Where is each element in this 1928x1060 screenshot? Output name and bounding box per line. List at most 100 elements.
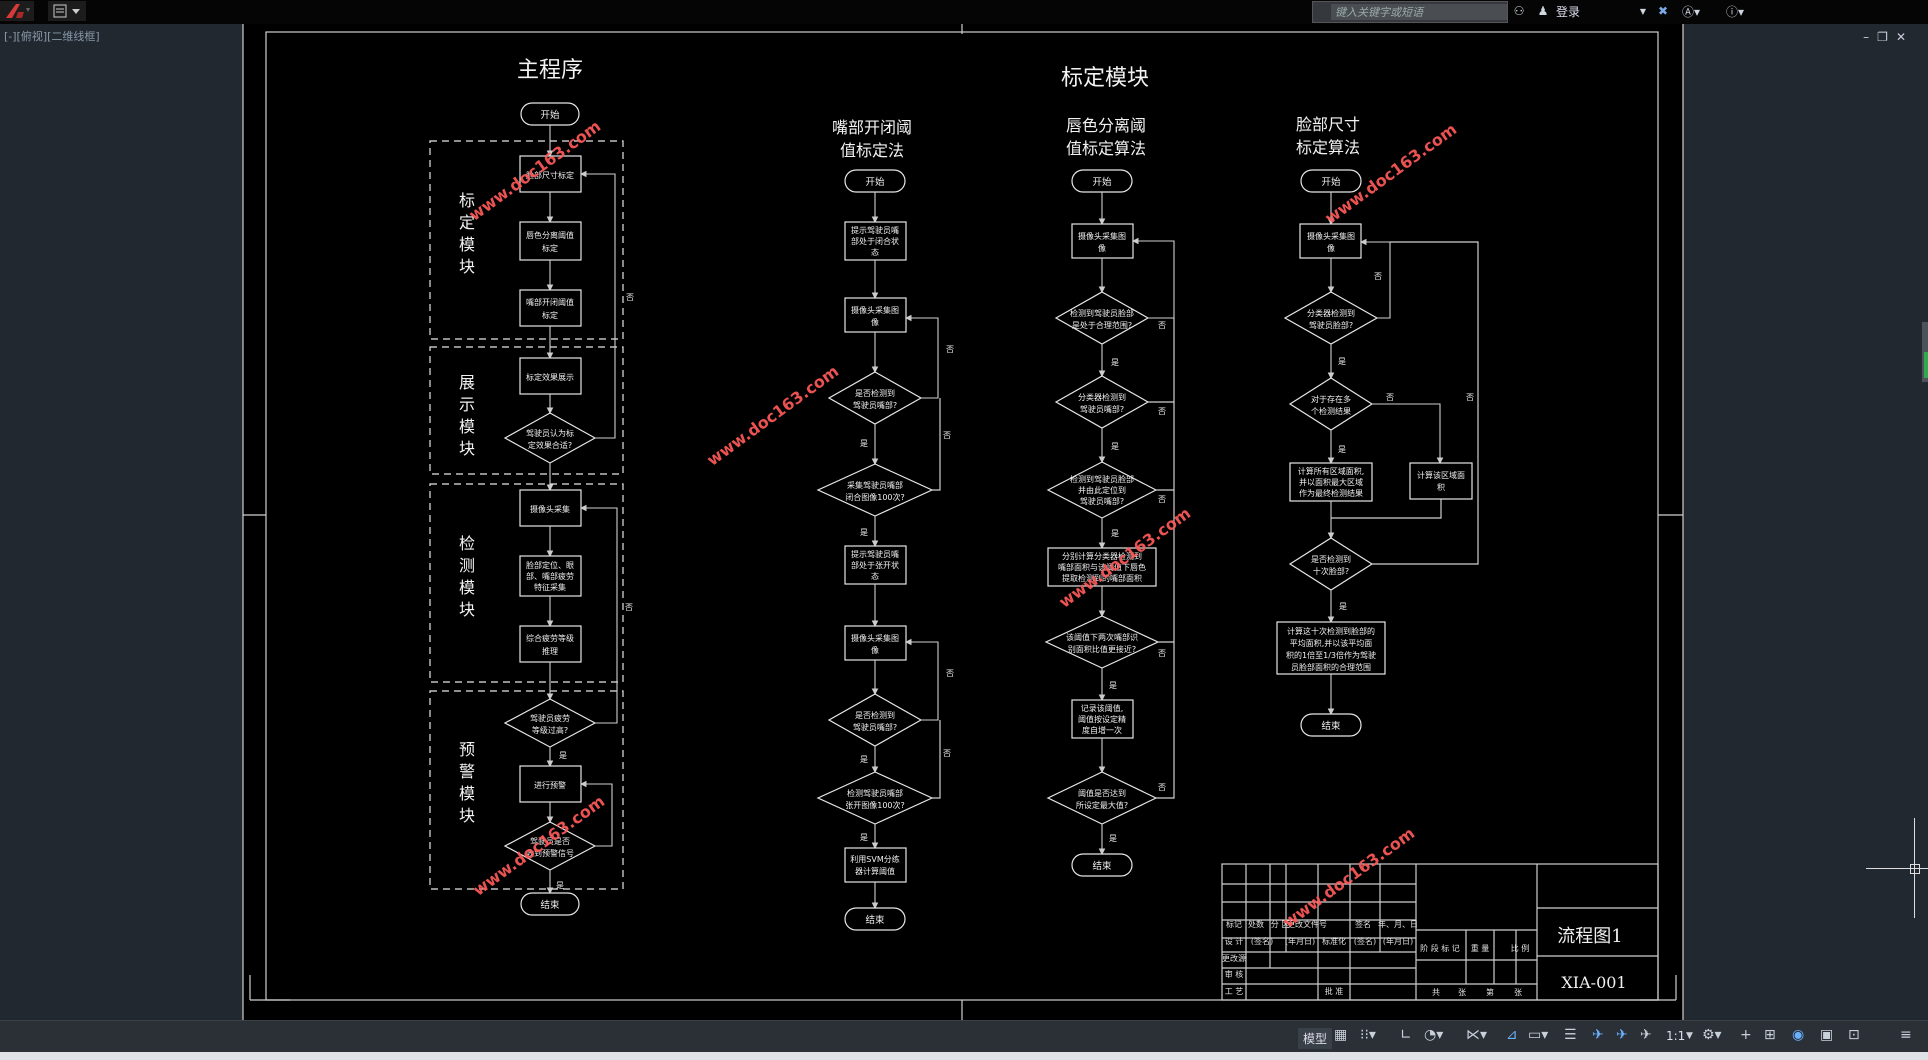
svg-text:是: 是 — [1111, 529, 1119, 538]
main-features-node — [519, 555, 582, 597]
svg-text:签名: 签名 — [1355, 919, 1371, 929]
help-icon[interactable]: ⓘ▾ — [1725, 4, 1745, 19]
svg-text:标: 标 — [459, 191, 475, 210]
module-box-calib — [429, 140, 624, 340]
svg-text:嘴部面积与该阈值下唇色: 嘴部面积与该阈值下唇色 — [1058, 562, 1146, 572]
clean-screen-icon[interactable]: ▣ — [1820, 1027, 1834, 1043]
restore-icon[interactable]: ❐ — [1877, 30, 1896, 44]
svg-text:收到预警信号: 收到预警信号 — [526, 848, 574, 858]
svg-text:脸部定位、眼: 脸部定位、眼 — [526, 560, 574, 570]
minimize-icon[interactable]: – — [1863, 30, 1878, 44]
svg-text:是: 是 — [860, 755, 868, 764]
svg-text:块: 块 — [459, 806, 475, 825]
svg-text:嘴部开闭阈值: 嘴部开闭阈值 — [526, 297, 574, 307]
svg-text:提示驾驶员嘴: 提示驾驶员嘴 — [851, 549, 899, 559]
quick-access-button[interactable] — [48, 1, 86, 21]
module-box-detect — [429, 483, 624, 683]
ortho-icon[interactable]: ∟ — [1400, 1027, 1412, 1043]
svg-text:驾驶员嘴部?: 驾驶员嘴部? — [1080, 404, 1124, 414]
svg-text:定效果合适?: 定效果合适? — [528, 440, 572, 450]
annotation-visibility-icon[interactable]: ✈ — [1592, 1027, 1604, 1043]
svg-text:并由此定位到: 并由此定位到 — [1078, 485, 1126, 495]
svg-text:是: 是 — [1109, 834, 1117, 843]
fullscreen-icon[interactable]: ⊡ — [1848, 1027, 1860, 1043]
svg-text:测: 测 — [459, 556, 475, 575]
app-menu-button[interactable] — [0, 1, 34, 21]
snap-icon[interactable]: ⁝⁝▾ — [1360, 1027, 1376, 1043]
mouth-title-line2: 值标定法 — [840, 141, 904, 160]
workspace-gear-icon[interactable]: ⚙▾ — [1702, 1027, 1722, 1043]
lineweight-icon[interactable]: ⊿ — [1506, 1027, 1518, 1043]
svg-text:是: 是 — [556, 881, 564, 890]
main-capture-node — [519, 489, 582, 527]
login-button[interactable]: 登录 — [1556, 5, 1581, 19]
svg-text:驾驶员脸部?: 驾驶员脸部? — [1309, 320, 1353, 330]
search-box — [1312, 1, 1508, 23]
svg-text:计算所有区域面积,: 计算所有区域面积, — [1298, 466, 1365, 476]
isolate-icon[interactable]: ⊞ — [1764, 1027, 1776, 1043]
polar-icon[interactable]: ◔▾ — [1424, 1027, 1444, 1043]
svg-text:摄像头采集: 摄像头采集 — [530, 504, 570, 514]
svg-text:模: 模 — [459, 417, 475, 436]
svg-text:块: 块 — [459, 257, 475, 276]
svg-text:作为最终检测结果: 作为最终检测结果 — [1299, 488, 1363, 498]
svg-text:标定: 标定 — [542, 310, 558, 320]
grid-icon[interactable]: ▦ — [1334, 1027, 1348, 1043]
svg-text:展: 展 — [459, 373, 475, 392]
hardware-acceleration-icon[interactable]: ◉ — [1792, 1027, 1805, 1043]
svg-text:是: 是 — [1111, 442, 1119, 451]
binoculars-icon[interactable]: ⚇ — [1513, 4, 1525, 18]
module-box-show — [429, 346, 624, 475]
svg-text:(签名): (签名) — [1251, 936, 1273, 946]
svg-text:检: 检 — [459, 534, 475, 553]
drawing-canvas[interactable]: .ln { stroke:#cfcfcf; stroke-width:1.2; … — [0, 24, 1928, 1020]
lip-title-line2: 值标定算法 — [1066, 139, 1146, 158]
customize-menu-icon[interactable]: ≡ — [1900, 1027, 1912, 1043]
scale-dropdown-icon[interactable]: ▼ — [1686, 1031, 1693, 1041]
svg-text:是: 是 — [1111, 358, 1119, 367]
svg-text:定: 定 — [459, 213, 475, 232]
main-lip-calib-node — [519, 221, 582, 261]
status-bar: 模型 ▦ ⁝⁝▾ ∟ ◔▾ ⋉▾ ⊿ ▭▾ ☰ ✈ ✈ ✈ 1:1 ▼ ⚙▾ +… — [0, 1020, 1928, 1053]
svg-text:张: 张 — [1458, 988, 1466, 997]
annotation-scale-value[interactable]: 1:1 — [1666, 1029, 1686, 1043]
svg-text:积的1倍至1/3倍作为驾驶: 积的1倍至1/3倍作为驾驶 — [1286, 650, 1376, 660]
transparency-icon[interactable]: ▭▾ — [1528, 1027, 1549, 1043]
exchange-icon[interactable]: ✖ — [1657, 4, 1669, 18]
svg-text:是: 是 — [559, 751, 567, 760]
svg-text:更改源: 更改源 — [1222, 953, 1246, 963]
module-box-warn — [429, 690, 624, 890]
auto-scale-icon[interactable]: ✈ — [1616, 1027, 1628, 1043]
search-input[interactable] — [1331, 4, 1507, 20]
svg-text:摄像头采集图: 摄像头采集图 — [1078, 231, 1126, 241]
selection-cycling-icon[interactable]: ☰ — [1564, 1027, 1577, 1043]
svg-text:摄像头采集图: 摄像头采集图 — [851, 633, 899, 643]
svg-text:工 艺: 工 艺 — [1225, 987, 1244, 996]
svg-text:综合疲劳等级: 综合疲劳等级 — [526, 633, 574, 643]
cursor-crosshair-horizontal — [1866, 868, 1928, 869]
svg-text:该阈值下两次嘴部识: 该阈值下两次嘴部识 — [1066, 632, 1138, 642]
svg-text:驾驶员嘴部?: 驾驶员嘴部? — [853, 722, 897, 732]
annotation-scale-icon[interactable]: ✈ — [1640, 1027, 1652, 1043]
svg-text:(年月日): (年月日) — [1285, 936, 1315, 946]
viewport-controls[interactable]: [-][俯视][二维线框] — [4, 30, 100, 43]
svg-text:像: 像 — [1327, 243, 1335, 253]
dropdown-arrow-icon[interactable]: ▼ — [1639, 6, 1647, 16]
svg-text:积: 积 — [1437, 482, 1445, 492]
svg-text:设 计: 设 计 — [1225, 936, 1244, 946]
osnap-icon[interactable]: ⋉▾ — [1466, 1027, 1488, 1043]
autocad-logo-icon — [6, 4, 30, 18]
svg-text:进行预警: 进行预警 — [534, 780, 566, 790]
svg-text:(年月日): (年月日) — [1383, 936, 1413, 946]
close-icon[interactable]: ✕ — [1895, 30, 1914, 44]
window-controls[interactable]: –❐✕ — [1863, 30, 1914, 44]
svg-text:是: 是 — [1339, 602, 1347, 611]
a360-icon[interactable]: Ⓐ▾ — [1681, 4, 1701, 19]
user-icon[interactable]: ♟ — [1537, 4, 1549, 18]
svg-text:共: 共 — [1432, 988, 1440, 997]
model-space-button[interactable]: 模型 — [1298, 1028, 1333, 1049]
plus-icon[interactable]: + — [1740, 1027, 1752, 1043]
svg-text:否: 否 — [1158, 649, 1166, 658]
